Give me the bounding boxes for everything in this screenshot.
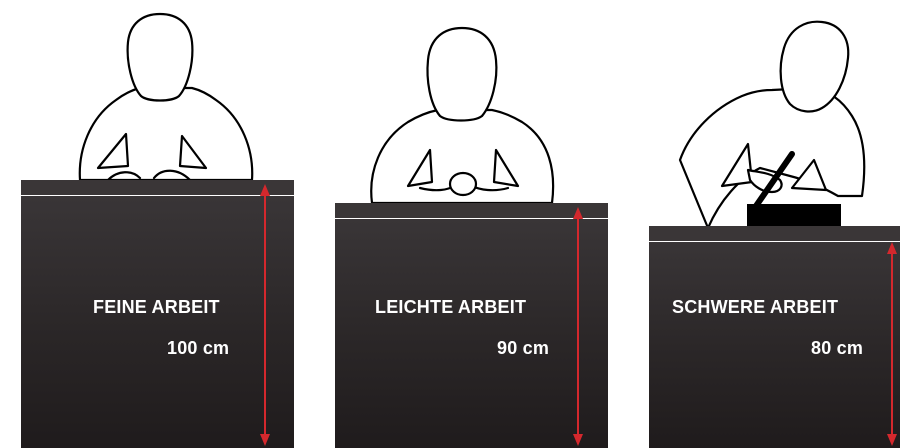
person-heavy-work-icon bbox=[680, 22, 864, 228]
bench-light-work: LEICHTE ARBEIT 90 cm bbox=[335, 203, 608, 448]
bench-height: 90 cm bbox=[497, 338, 549, 359]
bench-title: LEICHTE ARBEIT bbox=[375, 297, 526, 318]
bench-title: FEINE ARBEIT bbox=[93, 297, 220, 318]
workpiece-block bbox=[747, 204, 841, 226]
bench-fine-work: FEINE ARBEIT 100 cm bbox=[21, 180, 294, 448]
bench-top bbox=[335, 203, 608, 219]
bench-height: 100 cm bbox=[167, 338, 229, 359]
bench-height: 80 cm bbox=[811, 338, 863, 359]
bench-heavy-work: SCHWERE ARBEIT 80 cm bbox=[649, 226, 900, 448]
bench-top bbox=[649, 226, 900, 242]
person-fine-work-icon bbox=[80, 14, 252, 180]
person-light-work-icon bbox=[371, 28, 553, 203]
bench-title: SCHWERE ARBEIT bbox=[672, 297, 838, 318]
bench-top bbox=[21, 180, 294, 196]
